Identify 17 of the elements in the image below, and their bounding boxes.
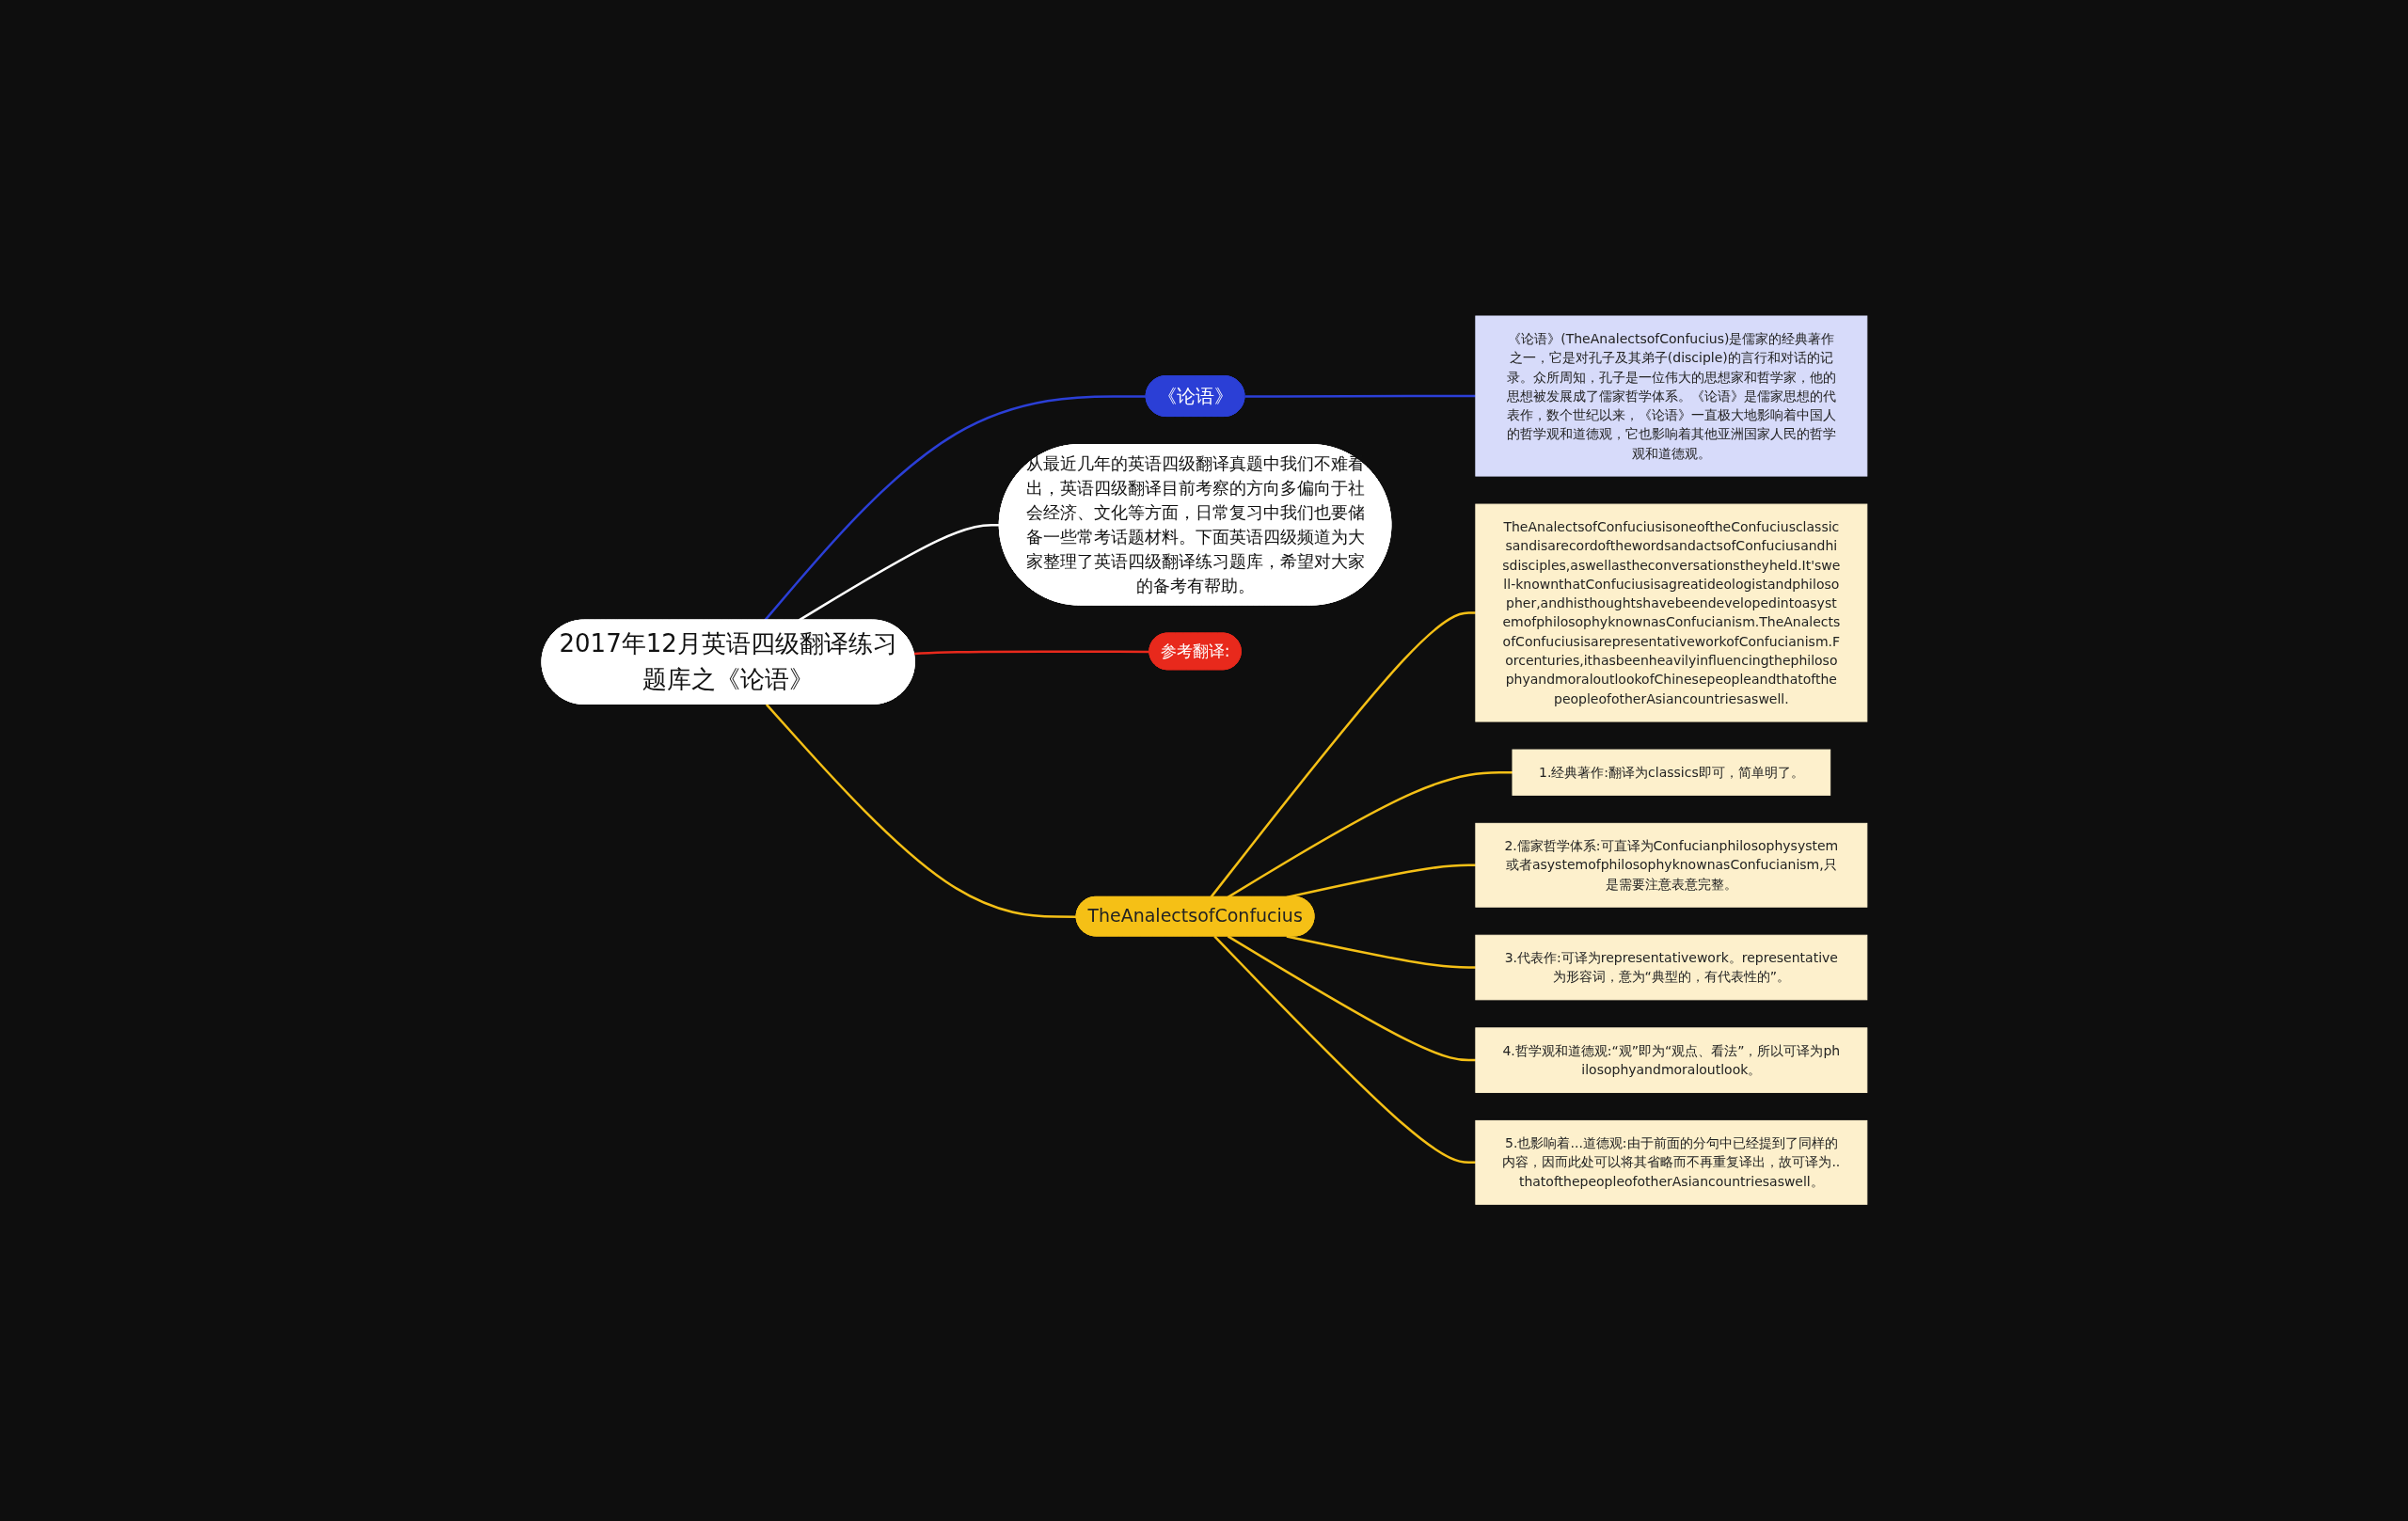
node-box: 4.哲学观和道德观:“观”即为“观点、看法”，所以可译为philosophyandmoraloutlook。	[1474, 1027, 1867, 1094]
connector	[798, 524, 1000, 622]
node-box: 《论语》(TheAnalectsofConfucius)是儒家的经典著作之一，它是对孔子及其弟子(disciple)的言行和对话的记录。众所周知，孔子是一位伟大的思想家和哲学家，他的思想被发展成了儒家哲学体系。《论语》是儒家思想的代表作，数个世纪以来，《论语》一直极大地影响着中国人的哲学观和道德观，它也影响着其他亚洲国家人民的哲学观和道德观。	[1474, 315, 1867, 477]
connector	[1212, 935, 1476, 1165]
connector	[765, 704, 1077, 919]
node-box: 5.也影响着...道德观:由于前面的分句中已经提到了同样的内容，因而此处可以将其省略而不再重复译出，故可译为..thatofthepeopleofotherAsiancountriesaswell。	[1474, 1120, 1867, 1206]
connector	[1227, 935, 1476, 1062]
node-box: TheAnalectsofConfuciusisoneoftheConfuciusclassicsandisarecordofthewordsandactsofConfuciusandhisdisciples,aswellastheconversationstheyheld.It'swell-knownthatConfuciusisagreatideologistandphilosopher,andhisthoughtshavebeendevelopedintoasystemofphilosophyknownasConfucianism.TheAnalectsofConfuciusisarepresentativeworkofConfucianism.Forcenturies,ithasbeenheavilyinfluencingthephilosophyandmoraloutlookofChinesepeopleandthatofthepeopleofotherAsiancountriesaswell.	[1474, 503, 1867, 722]
connector	[1286, 935, 1476, 970]
connector	[1227, 771, 1513, 899]
node-box: 3.代表作:可译为representativework。representative为形容词，意为“典型的，有代表性的”。	[1474, 935, 1867, 1001]
connector	[763, 395, 1147, 622]
connector	[1244, 395, 1476, 399]
connector	[1209, 611, 1476, 898]
node-box: 1.经典著作:翻译为classics即可，简单明了。	[1512, 749, 1830, 797]
connector	[913, 650, 1149, 656]
node-box: 2.儒家哲学体系:可直译为Confucianphilosophysystem或者asystemofphilosophyknownasConfucianism,只是需要注意表意完整。	[1474, 823, 1867, 909]
